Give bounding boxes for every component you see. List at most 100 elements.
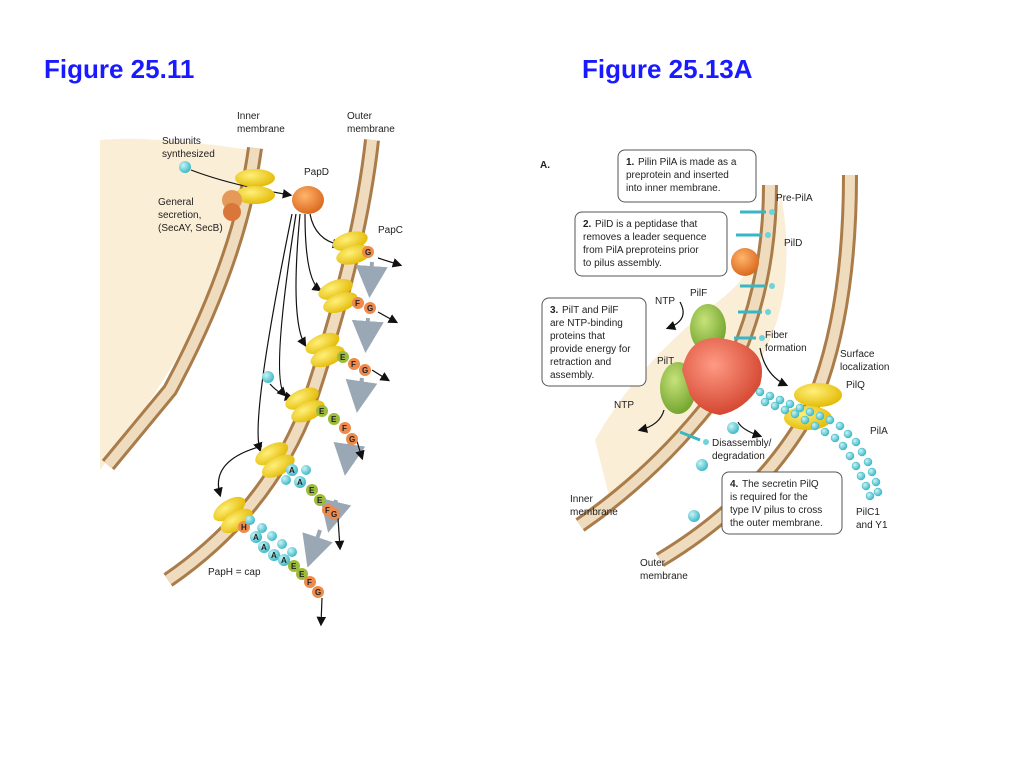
label-general-secretion-1: General — [158, 197, 194, 208]
bead-label-a: A — [289, 466, 295, 475]
bead-label-a: A — [253, 533, 259, 542]
bead-label-f: F — [355, 299, 360, 308]
left-cytoplasm — [100, 138, 250, 470]
bead-label-g: G — [362, 366, 368, 375]
bead-label-a: A — [261, 543, 267, 552]
bead-label-g: G — [315, 588, 321, 597]
sec-translocon — [222, 169, 275, 221]
label-papc: PapC — [378, 225, 403, 236]
panel-label-a: A. — [540, 160, 550, 171]
pilus-bead-chains: G F G E F G E E F G A A E E F G H A A A … — [238, 246, 376, 598]
box2-line3: from PilA preproteins prior — [583, 245, 699, 256]
box1-line1: Pilin PilA is made as a — [638, 157, 737, 168]
label-right-outer-1: Outer — [640, 558, 666, 569]
pild-protein — [731, 248, 759, 276]
box4-line3: type IV pilus to cross — [730, 505, 822, 516]
label-papd: PapD — [304, 167, 329, 178]
chaperone-arrows — [213, 213, 343, 498]
box1-num: 1. — [626, 157, 635, 168]
bead-label-e: E — [317, 496, 323, 505]
box4-num: 4. — [730, 479, 739, 490]
label-disassembly-1: Disassembly/ — [712, 438, 772, 449]
label-right-inner-2: membrane — [570, 507, 618, 518]
box3-line6: assembly. — [550, 370, 594, 381]
bead-label-a: A — [271, 551, 277, 560]
arrow-subunit — [190, 169, 293, 199]
label-paph: PapH = cap — [208, 567, 261, 578]
papd-chaperone — [292, 186, 324, 214]
bead-label-g: G — [331, 510, 337, 519]
bead-label-h: H — [241, 523, 247, 532]
callout-box-4: 4. The secretin PilQ is required for the… — [721, 471, 843, 535]
pilb-motor — [682, 338, 762, 415]
box3-num: 3. — [550, 305, 559, 316]
label-inner-membrane-2: membrane — [237, 124, 285, 135]
box3-line3: proteins that — [550, 331, 605, 342]
label-fiber-1: Fiber — [765, 330, 788, 341]
bead-label-g: G — [365, 248, 371, 257]
bead-label-f: F — [325, 506, 330, 515]
bead-label-f: F — [351, 360, 356, 369]
label-pild: PilD — [784, 238, 802, 249]
box1-line3: into inner membrane. — [626, 183, 721, 194]
label-fiber-2: formation — [765, 343, 807, 354]
pilq-secretin — [794, 383, 842, 407]
label-ntp-bottom: NTP — [614, 400, 634, 411]
box4-line2: is required for the — [730, 492, 808, 503]
subunit-bead-free — [262, 371, 274, 383]
bead-label-f: F — [307, 578, 312, 587]
pilus-fiber — [755, 387, 883, 501]
bead-label-e: E — [331, 415, 337, 424]
callout-box-3: 3. PilT and PilF are NTP-binding protein… — [541, 297, 647, 387]
label-outer-membrane-1: Outer — [347, 111, 373, 122]
label-pilt: PilT — [657, 356, 674, 367]
bead-label-f: F — [342, 424, 347, 433]
callout-box-1: 1. Pilin PilA is made as a preprotein an… — [617, 149, 757, 203]
box3-line5: retraction and — [550, 357, 611, 368]
label-pre-pila: Pre-PilA — [776, 193, 813, 204]
box4-line1: The secretin PilQ — [742, 479, 819, 490]
label-subunits-1: Subunits — [162, 136, 201, 147]
box2-line1: PilD is a peptidase that — [595, 219, 698, 230]
bead-label-g: G — [349, 435, 355, 444]
bead-label-e: E — [299, 570, 305, 579]
label-pilc1-1: PilC1 — [856, 507, 880, 518]
label-inner-membrane-1: Inner — [237, 111, 260, 122]
label-right-outer-2: membrane — [640, 571, 688, 582]
bead-label-e: E — [291, 562, 297, 571]
label-subunits-2: synthesized — [162, 149, 215, 160]
box2-num: 2. — [583, 219, 592, 230]
bead-label-a: A — [281, 556, 287, 565]
label-right-inner-1: Inner — [570, 494, 593, 505]
box3-line4: provide energy for — [550, 344, 631, 355]
label-surface-1: Surface — [840, 349, 875, 360]
label-pila: PilA — [870, 426, 888, 437]
box1-line2: preprotein and inserted — [626, 170, 729, 181]
box2-line4: to pilus assembly. — [583, 258, 662, 269]
label-pilc1-2: and Y1 — [856, 520, 888, 531]
subunit-bead — [179, 161, 191, 173]
usher-complexes — [213, 231, 372, 534]
figure-title-right: Figure 25.13A — [582, 54, 753, 84]
box3-line1: PilT and PilF — [562, 305, 619, 316]
bead-label-a: A — [297, 478, 303, 487]
label-ntp-top: NTP — [655, 296, 675, 307]
box4-line4: the outer membrane. — [730, 518, 823, 529]
label-pilq: PilQ — [846, 380, 865, 391]
figure-title-left: Figure 25.11 — [44, 54, 195, 84]
label-surface-2: localization — [840, 362, 889, 373]
label-pilf: PilF — [690, 288, 707, 299]
bead-label-e: E — [309, 486, 315, 495]
export-arrows — [316, 257, 403, 627]
label-outer-membrane-2: membrane — [347, 124, 395, 135]
bead-label-e: E — [319, 407, 325, 416]
bead-label-e: E — [340, 353, 346, 362]
right-cytoplasm — [595, 190, 787, 500]
label-disassembly-2: degradation — [712, 451, 765, 462]
box2-line2: removes a leader sequence — [583, 232, 707, 243]
right-arrows — [637, 301, 789, 439]
label-general-secretion-3: (SecAY, SecB) — [158, 223, 223, 234]
callout-box-2: 2. PilD is a peptidase that removes a le… — [574, 211, 728, 277]
box3-line2: are NTP-binding — [550, 318, 623, 329]
